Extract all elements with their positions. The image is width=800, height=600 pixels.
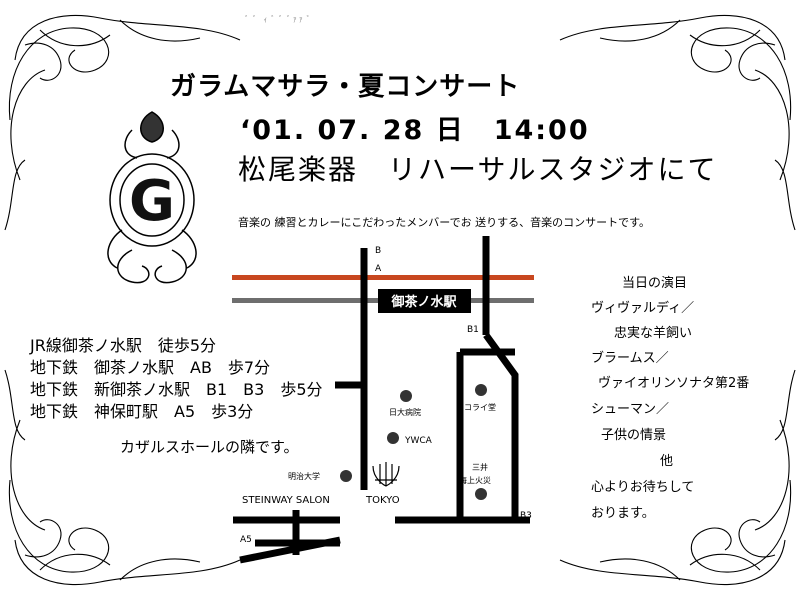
station-box xyxy=(378,289,471,313)
map-label-kaijo: 海上火災 xyxy=(459,475,491,485)
map-label-nikolai: ニコライ堂 xyxy=(456,402,496,412)
event-intro: 音楽の 練習とカレーにこだわったメンバーでお 送りする、音楽のコンサートです。 xyxy=(238,216,651,229)
map-roads xyxy=(233,236,530,564)
map-label-tokyo: TOKYO xyxy=(365,495,400,506)
map-exit-b: B xyxy=(375,246,381,256)
access-line-3: 地下鉄 新御茶ノ水駅 B1 B3 歩5分 xyxy=(30,380,323,399)
access-line-4: 地下鉄 神保町駅 A5 歩3分 xyxy=(30,402,254,421)
program-item: 子供の情景 xyxy=(601,428,667,443)
access-line-1: JR線御茶ノ水駅 徒歩5分 xyxy=(30,336,217,355)
neighbor-note: カザルスホールの隣です。 xyxy=(120,438,299,456)
monogram-g-icon: G xyxy=(107,111,197,284)
rail-orange-line xyxy=(232,275,534,280)
monogram-letter: G xyxy=(129,169,175,234)
access-line-2: 地下鉄 御茶ノ水駅 AB 歩7分 xyxy=(30,358,271,377)
marker-meiji xyxy=(340,470,352,482)
event-venue: 松尾楽器 リハーサルスタジオにて xyxy=(238,153,718,186)
marker-ywca xyxy=(387,432,399,444)
map-exit-b1: B1 xyxy=(467,325,479,335)
map-exit-a5: A5 xyxy=(240,535,252,545)
program-item: 他 xyxy=(660,454,674,469)
marker-nikolai xyxy=(475,384,487,396)
program-heading: 当日の演目 xyxy=(622,276,688,291)
program-item: ブラームス／ xyxy=(591,351,669,366)
program-item: シューマン／ xyxy=(591,402,670,417)
map-label-ywca: YWCA xyxy=(404,436,433,446)
program-item: ヴィヴァルディ／ xyxy=(591,301,695,316)
program-item: 忠実な羊飼い xyxy=(614,326,693,341)
marker-mitsui xyxy=(475,488,487,500)
steinway-lyre-logo-icon xyxy=(372,462,400,487)
program-item: 心よりお待ちして xyxy=(591,480,695,495)
map-label-nichidai: 日大病院 xyxy=(389,407,421,417)
marker-nichidai xyxy=(400,390,412,402)
program-item: ヴァイオリンソナタ第2番 xyxy=(598,376,750,391)
event-datetime: ‘01. 07. 28 日 14:00 xyxy=(240,115,590,146)
map-label-steinway: STEINWAY SALON xyxy=(242,495,330,506)
event-title: ガラムマサラ・夏コンサート xyxy=(170,72,521,102)
map-exit-a: A xyxy=(375,264,382,274)
map-exit-b3: B3 xyxy=(520,511,532,521)
map-label-meiji: 明治大学 xyxy=(288,471,320,481)
map-station-label: 御茶ノ水駅 xyxy=(390,294,457,310)
header-stamp: ﾞ ﾞ ｨ ﾞ ﾞ ﾞｧｧ ﾞ xyxy=(245,15,313,24)
map-label-mitsui: 三井 xyxy=(472,462,488,472)
program-item: おります。 xyxy=(591,506,655,521)
